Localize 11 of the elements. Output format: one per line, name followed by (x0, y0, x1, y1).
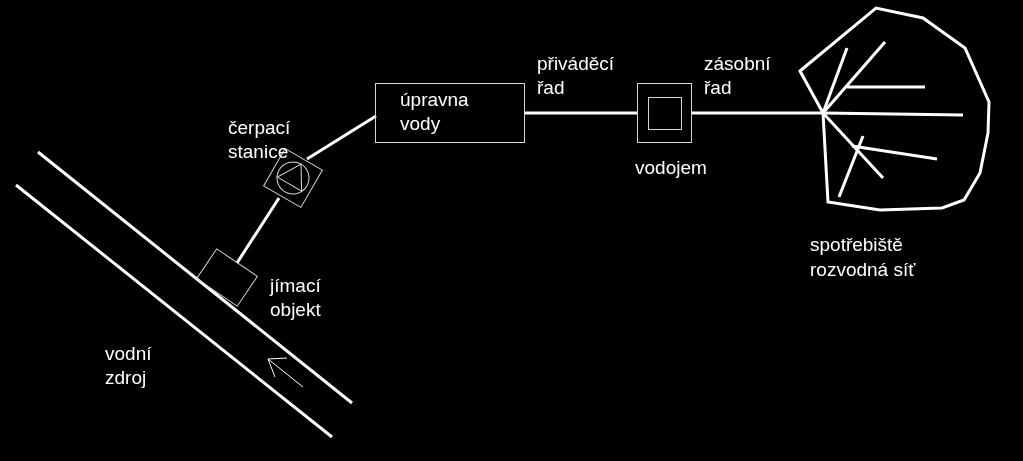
node-label: spotřebiště (810, 233, 904, 257)
pipeline-line (525, 111, 637, 115)
node-label: jímací objekt (270, 274, 322, 322)
pipeline-line (692, 111, 823, 115)
water-source-label: vodní zdroj (105, 342, 153, 390)
node-label: rozvodná síť (810, 258, 917, 282)
pipeline-line (235, 197, 281, 264)
pipeline-line (306, 114, 377, 161)
node-label: úpravna vody (400, 88, 470, 136)
node-label: čerpací stanice (228, 116, 292, 164)
node-label: vodojem (635, 156, 708, 180)
